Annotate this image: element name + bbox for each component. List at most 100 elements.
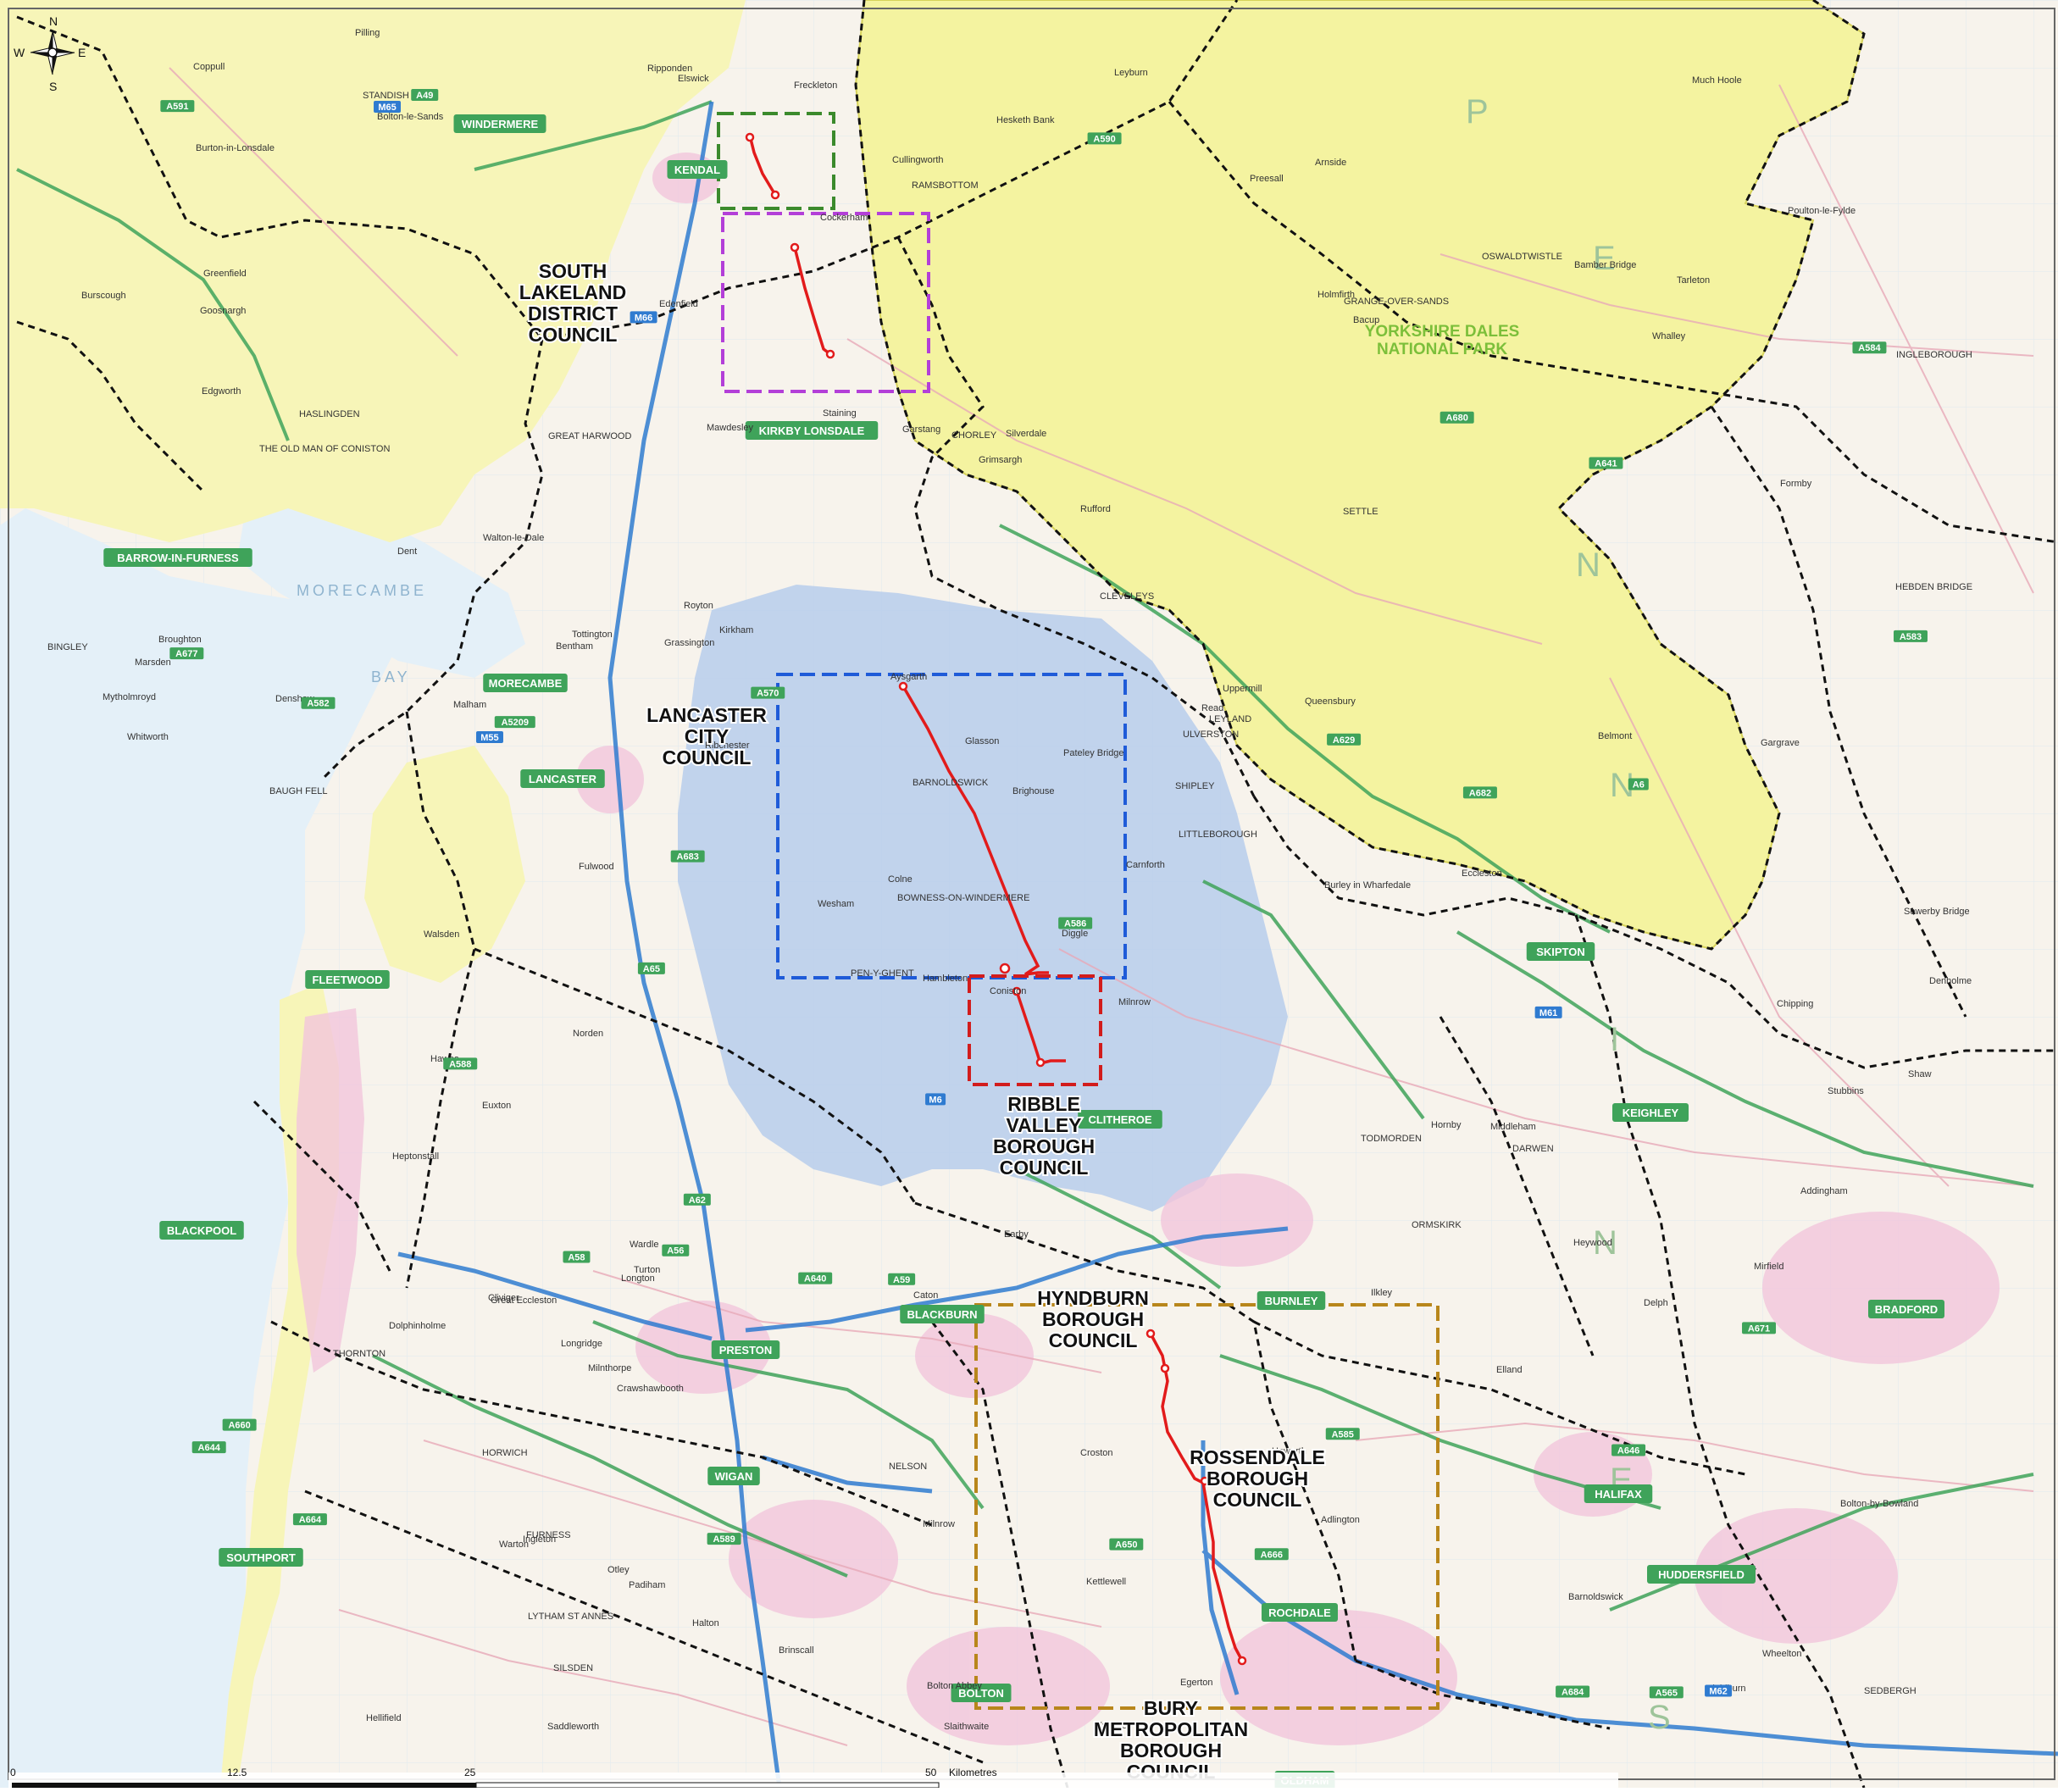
place-name: LEYLAND	[1209, 714, 1251, 724]
place-name: Slaithwaite	[944, 1722, 989, 1732]
place-name: Arnside	[1315, 158, 1346, 168]
study-box-purple[interactable]	[721, 212, 930, 393]
place-name: Rufford	[1080, 504, 1111, 514]
town-badge: CLITHEROE	[1078, 1110, 1162, 1129]
road-number-text: A62	[689, 1196, 706, 1206]
water-label-morecambe: MORECAMBE	[297, 582, 427, 599]
place-name: NELSON	[889, 1462, 927, 1472]
place-name: Egerton	[1180, 1678, 1213, 1688]
place-name: HORWICH	[482, 1448, 528, 1458]
national-park-label-line-2: NATIONAL PARK	[1377, 341, 1507, 358]
road-number: A650	[1109, 1538, 1144, 1551]
road-number: A683	[670, 850, 705, 863]
town-badge: SOUTHPORT	[219, 1548, 303, 1567]
road-number: A570	[751, 686, 785, 699]
place-name: Grimsargh	[979, 455, 1022, 465]
road-number-text: A671	[1748, 1323, 1770, 1334]
town-badge: BOLTON	[951, 1684, 1012, 1702]
town-name: LANCASTER	[529, 773, 597, 785]
place-name: RAMSBOTTOM	[912, 180, 979, 191]
town-badge: PRESTON	[711, 1340, 780, 1359]
place-name: INGLEBOROUGH	[1896, 350, 1972, 360]
compass-w: W	[14, 46, 25, 59]
place-name: Elland	[1496, 1365, 1523, 1375]
place-name: Halton	[692, 1618, 719, 1628]
town-badge: BLACKPOOL	[159, 1221, 244, 1240]
place-name: Wesham	[818, 899, 854, 909]
place-name: Addingham	[1800, 1186, 1848, 1196]
town-badge: BURNLEY	[1256, 1291, 1326, 1310]
road-number-text: A650	[1115, 1540, 1137, 1551]
council-label-bury-line-2: METROPOLITAN	[1094, 1718, 1248, 1740]
road-number: A565	[1649, 1686, 1684, 1699]
place-name: DARWEN	[1512, 1144, 1554, 1154]
place-name: SILSDEN	[553, 1663, 593, 1673]
place-name: Milnrow	[1118, 997, 1151, 1007]
place-name: Barnoldswick	[1568, 1592, 1623, 1602]
council-label-lancaster-line-1: LANCASTER	[646, 704, 767, 726]
place-name: FURNESS	[526, 1530, 571, 1540]
compass-s: S	[49, 80, 57, 93]
place-name: ULVERSTON	[1183, 730, 1239, 740]
council-label-south-lakeland-line-3: DISTRICT	[528, 302, 618, 325]
road-number-text: M66	[635, 313, 652, 323]
place-name: Read	[1201, 703, 1223, 713]
place-name: Marsden	[135, 657, 171, 668]
place-name: CLEVELEYS	[1100, 591, 1154, 602]
place-name: Mytholmroyd	[103, 692, 156, 702]
place-name: Staining	[823, 408, 857, 419]
place-name: Silverdale	[1006, 429, 1046, 439]
place-name: Otley	[607, 1565, 630, 1575]
place-name: Padiham	[629, 1580, 665, 1590]
place-name: Hornby	[1431, 1120, 1462, 1130]
town-badge: KENDAL	[667, 160, 728, 179]
scale-segment-1	[12, 1783, 476, 1788]
place-name: Cockerham	[820, 213, 868, 223]
scale-segment-2	[475, 1782, 940, 1789]
place-name: Milnthorpe	[588, 1363, 631, 1373]
study-box-red[interactable]	[968, 974, 1102, 1086]
road-number-text: A56	[667, 1246, 684, 1257]
road-number-text: A629	[1333, 735, 1355, 746]
compass-n: N	[49, 14, 58, 28]
place-name: Ilkley	[1371, 1288, 1393, 1298]
place-name: Diggle	[1062, 929, 1088, 939]
place-name: Queensbury	[1305, 696, 1356, 707]
study-box-brown[interactable]	[974, 1303, 1439, 1710]
road-number-text: A641	[1595, 458, 1617, 469]
study-box-green[interactable]	[717, 112, 835, 210]
road-number: A629	[1327, 733, 1362, 746]
place-name: ORMSKIRK	[1412, 1220, 1462, 1230]
place-name: Burton-in-Lonsdale	[196, 143, 275, 153]
road-number-text: A677	[175, 649, 197, 659]
study-box-blue[interactable]	[776, 673, 1127, 979]
road-number: A582	[301, 696, 336, 709]
town-name: KEIGHLEY	[1623, 1107, 1679, 1119]
place-name: Denholme	[1929, 976, 1972, 986]
road-number-text: A585	[1332, 1429, 1354, 1440]
place-name: Elswick	[678, 74, 709, 84]
place-name: Mirfield	[1754, 1262, 1783, 1272]
scale-tick-1: 12.5	[227, 1767, 247, 1778]
council-label-rossendale-line-3: COUNCIL	[1213, 1489, 1302, 1511]
place-name: Wheelton	[1762, 1649, 1801, 1659]
road-number-text: A666	[1261, 1550, 1283, 1560]
place-name: Norden	[573, 1029, 603, 1039]
town-name: BLACKPOOL	[167, 1224, 236, 1237]
place-name: THE OLD MAN OF CONISTON	[259, 444, 390, 454]
place-name: Hambleton	[923, 974, 968, 984]
place-name: STANDISH	[363, 91, 409, 101]
road-number-text: M55	[480, 733, 498, 743]
place-name: Bacup	[1353, 315, 1379, 325]
place-name: Walsden	[424, 929, 459, 940]
place-name: BINGLEY	[47, 642, 88, 652]
road-number: A644	[191, 1441, 226, 1454]
place-name: Freckleton	[794, 80, 837, 91]
road-number-text: A680	[1446, 413, 1468, 424]
pennine-letter: N	[1576, 546, 1600, 584]
council-label-south-lakeland-line-1: SOUTH	[539, 260, 607, 282]
council-label-hyndburn-line-3: COUNCIL	[1049, 1329, 1138, 1351]
place-name: Fulwood	[579, 862, 614, 872]
